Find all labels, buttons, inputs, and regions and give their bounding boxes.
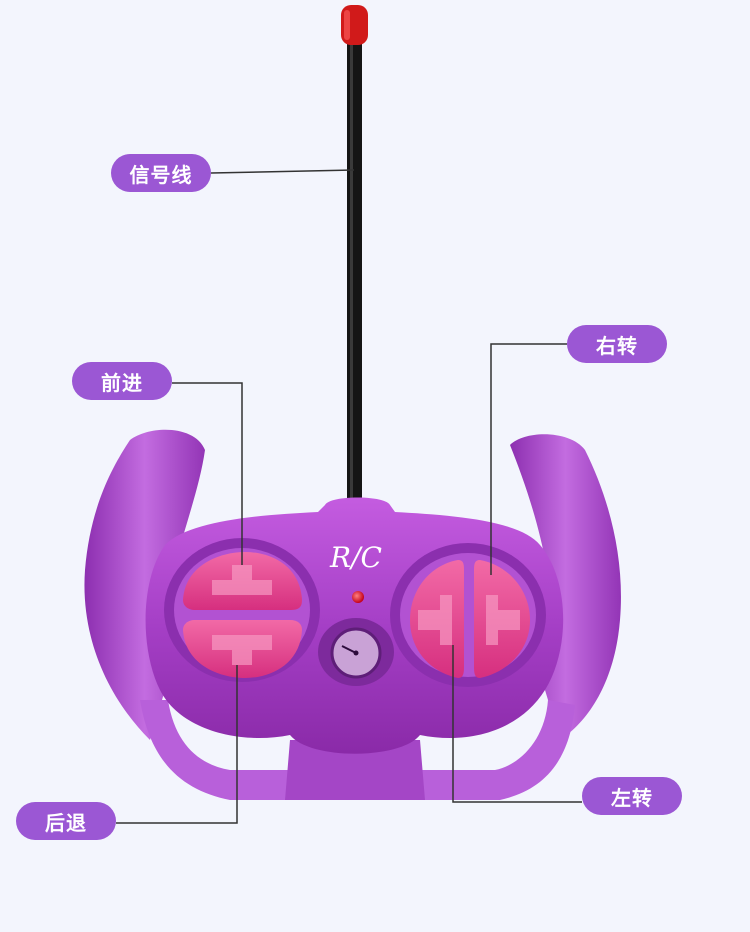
label-turn-right: 右转 xyxy=(567,325,667,363)
label-turn-left: 左转 xyxy=(582,777,682,815)
label-signal-wire: 信号线 xyxy=(111,154,211,192)
leader-right xyxy=(490,343,567,575)
leader-lines xyxy=(116,169,582,824)
turn-right-button[interactable] xyxy=(474,560,530,678)
steering-wheel-frame xyxy=(84,429,621,800)
leader-forward xyxy=(172,382,243,565)
label-forward: 前进 xyxy=(72,362,172,400)
forward-button[interactable] xyxy=(183,552,302,610)
power-led xyxy=(352,591,364,603)
label-backward: 后退 xyxy=(16,802,116,840)
backward-button[interactable] xyxy=(183,620,302,678)
leader-signal xyxy=(210,169,355,174)
turn-left-button[interactable] xyxy=(410,560,464,678)
antenna xyxy=(341,5,368,510)
leader-back xyxy=(116,665,238,824)
rc-logo: R/C xyxy=(329,541,382,574)
leader-left xyxy=(452,645,582,803)
